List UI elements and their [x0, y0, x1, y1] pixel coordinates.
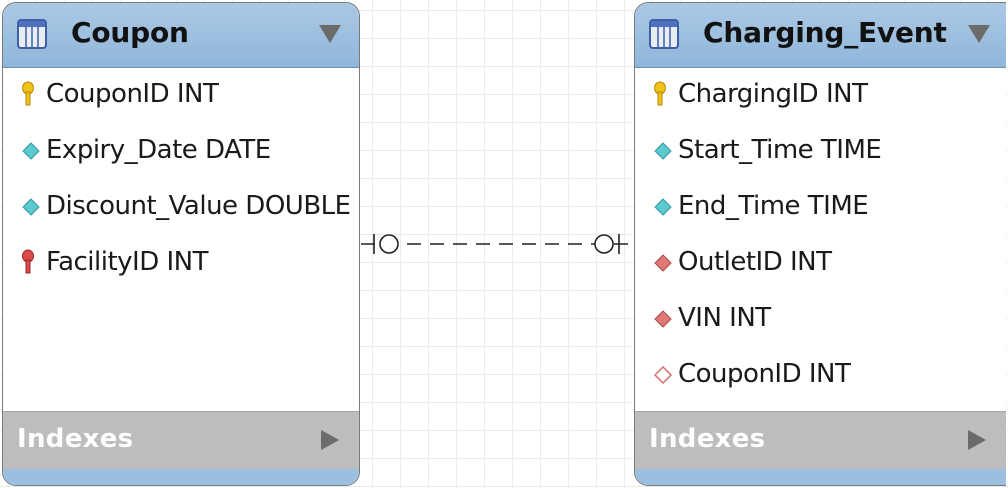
collapse-arrow-icon[interactable] — [319, 25, 341, 43]
column-label: VIN INT — [678, 303, 771, 333]
indexes-label: Indexes — [17, 424, 134, 454]
column-label: ChargingID INT — [678, 79, 868, 109]
table-header[interactable]: Coupon — [3, 3, 359, 68]
foreign-key-column-icon — [654, 254, 672, 272]
column-label: CouponID INT — [46, 79, 219, 109]
column-label: FacilityID INT — [46, 247, 209, 277]
table-title: Coupon — [71, 16, 189, 49]
zero-mark-charging — [594, 234, 614, 254]
column-label: Start_Time TIME — [678, 135, 882, 165]
collapse-arrow-icon[interactable] — [968, 25, 990, 43]
primary-key-icon — [22, 81, 34, 106]
table-coupon[interactable]: Coupon CouponID INT Expiry_Date DATE — [2, 2, 360, 486]
expand-arrow-icon[interactable] — [968, 430, 986, 450]
column-icon — [654, 142, 672, 160]
primary-key-icon — [654, 81, 666, 106]
nullable-foreign-key-icon — [653, 365, 673, 385]
table-icon — [17, 19, 47, 49]
column-label: OutletID INT — [678, 247, 832, 277]
column-label: CouponID INT — [678, 359, 851, 389]
indexes-section[interactable]: Indexes — [635, 411, 1006, 470]
table-icon — [649, 19, 679, 49]
expand-arrow-icon[interactable] — [321, 430, 339, 450]
column-label: Discount_Value DOUBLE — [46, 191, 351, 221]
zero-mark-coupon — [379, 234, 399, 254]
column-icon — [22, 198, 40, 216]
table-title: Charging_Event — [703, 16, 947, 49]
table-charging-event[interactable]: Charging_Event ChargingID INT Start_Time… — [634, 2, 1006, 486]
table-footer — [3, 469, 359, 485]
table-header[interactable]: Charging_Event — [635, 3, 1006, 68]
foreign-key-column-icon — [654, 310, 672, 328]
table-footer — [635, 469, 1006, 485]
indexes-section[interactable]: Indexes — [3, 411, 359, 470]
column-icon — [654, 198, 672, 216]
foreign-key-icon — [22, 249, 34, 274]
column-label: End_Time TIME — [678, 191, 869, 221]
column-label: Expiry_Date DATE — [46, 135, 271, 165]
indexes-label: Indexes — [649, 424, 766, 454]
column-icon — [22, 142, 40, 160]
